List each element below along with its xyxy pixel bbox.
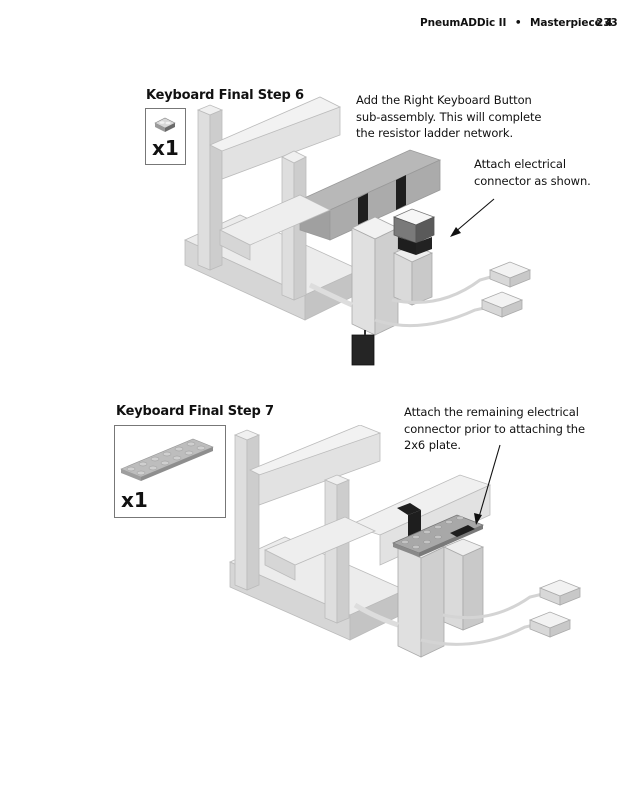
step-7-title: Keyboard Final Step 7 (116, 404, 274, 419)
page-number: 233 (596, 17, 618, 29)
front-key-bar (219, 194, 331, 261)
callout-line: 2x6 plate. (404, 438, 461, 452)
column-left (351, 216, 399, 336)
separator-bullet: • (514, 17, 522, 29)
callout-line: Attach electrical (474, 157, 566, 171)
connector-brick-icon (154, 117, 176, 132)
running-head: PneumADDic II • Masterpiece 4 233 (420, 17, 618, 29)
top-beam (209, 96, 341, 180)
step-7-assembly-illustration (229, 425, 582, 658)
pointer-arrow (450, 198, 495, 237)
step-6-callout-main: Add the Right Keyboard Button sub-assemb… (356, 92, 541, 142)
wires (353, 591, 548, 646)
pointer-arrow (474, 444, 501, 525)
column-right (443, 538, 485, 631)
step-6-parts-box: x1 (145, 108, 186, 165)
callout-line: connector prior to attaching the (404, 421, 585, 436)
step-6-assembly-illustration (184, 96, 532, 366)
front-key-bar (264, 516, 376, 581)
step-6-title: Keyboard Final Step 6 (146, 88, 304, 103)
step-7-part-quantity: x1 (121, 488, 148, 512)
step-7-parts-box: x1 (114, 425, 226, 518)
plate-2x6-attached (391, 514, 485, 557)
bottom-connector (351, 330, 375, 366)
step-7-callout: Attach the remaining electrical connecto… (404, 404, 585, 454)
left-upright (196, 104, 224, 271)
step-6-part-quantity: x1 (152, 136, 179, 160)
electrical-connector-attached (392, 208, 436, 255)
plate-2x6-icon (120, 438, 214, 481)
callout-line: connector as shown. (474, 173, 591, 188)
chapter-title: Masterpiece 4 (530, 17, 613, 29)
step-6-callout-connector: Attach electrical connector as shown. (474, 156, 591, 189)
book-title: PneumADDic II (420, 17, 507, 29)
wires (308, 273, 499, 328)
wire-end-bricks (528, 579, 582, 638)
callout-line: the resistor ladder network. (356, 126, 514, 140)
left-upright (233, 429, 261, 591)
column-right (393, 244, 434, 306)
callout-line: Add the Right Keyboard Button (356, 93, 532, 107)
callout-line: Attach the remaining electrical (404, 405, 579, 419)
right-upright (323, 474, 351, 624)
top-beam (249, 425, 382, 506)
callout-line: sub-assembly. This will complete (356, 109, 542, 124)
wire-end-bricks (480, 261, 532, 318)
